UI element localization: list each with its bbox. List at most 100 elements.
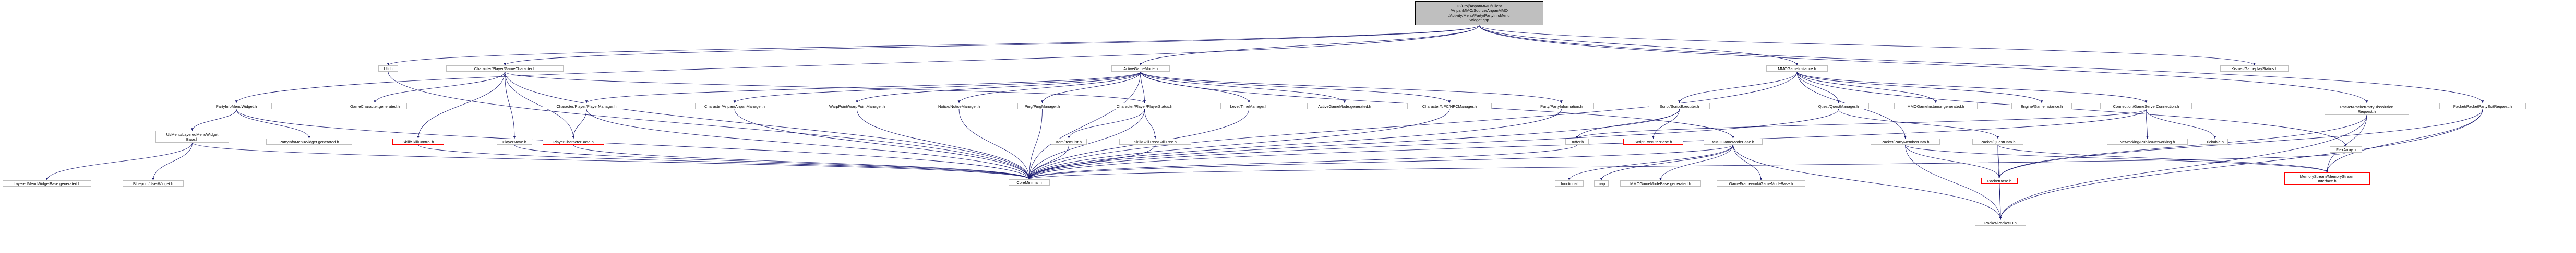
edge-packetexit-to-packetid [1999, 109, 2483, 220]
node-questmanager[interactable]: Quest/QuestManager.h [1808, 103, 1869, 109]
edge-pingmgr-to-coreminimal [1028, 109, 1043, 180]
edge-mmoinst-to-questmgr [1796, 71, 1840, 104]
node-questdata[interactable]: Packet/QuestData.h [1972, 139, 2023, 145]
edge-partymember-to-memstream [1905, 144, 2329, 173]
edge-questmgr-to-questdata [1838, 109, 1999, 139]
node-gamecharacter[interactable]: Character/Player/GameCharacter.h [446, 65, 564, 72]
node-skilltree[interactable]: Skill/SkillTree/SkillTree.h [1119, 139, 1191, 145]
edge-activegm-to-playermgr [585, 71, 1141, 104]
edge-mmoinst-to-coreminimal [1028, 71, 1798, 180]
node-coreminimal[interactable]: CoreMinimal.h [1009, 179, 1050, 186]
edge-activegm-to-noticemgr [957, 71, 1141, 104]
node-packetbase[interactable]: PacketBase.h [1981, 178, 2018, 184]
node-activegamemode-generated[interactable]: ActiveGameMode.generated.h [1307, 103, 1382, 109]
node-flexarray[interactable]: FlexArray.h [2330, 146, 2362, 153]
edge-mmogmbase-to-functional [1568, 144, 1733, 181]
edge-playermove-to-coreminimal [514, 144, 1031, 180]
node-anpanmanager[interactable]: Character/Anpan/AnpanManager.h [695, 103, 774, 109]
edge-mmoinst-to-mmoinstgen [1796, 71, 1937, 104]
node-partyinfomenuwidget-h[interactable]: PartyInfoMenuWidget.h [201, 103, 272, 109]
node-functional[interactable]: functional [1555, 180, 1584, 187]
edge-mmogmbase-to-gfgmbase [1733, 144, 1763, 181]
edge-util-to-coreminimal [388, 71, 1031, 180]
edge-playermgr-to-coreminimal [586, 109, 1031, 180]
edge-partymember-to-packetid [1905, 144, 2002, 220]
node-layeredmenuwidgetbase-generated[interactable]: LayeredMenuWidgetBase.generated.h [3, 180, 91, 187]
edge-packetdissolve-to-packetid [1999, 114, 2367, 220]
node-mmogameinstance[interactable]: MMOGameInstance.h [1766, 65, 1828, 72]
edge-layeredbase-to-coreminimal [192, 142, 1031, 180]
node-packetpartydissolutionrequest[interactable]: Packet/PacketPartyDissolution Request.h [2325, 103, 2409, 115]
edge-gameservconn-to-tickable [2146, 109, 2216, 139]
node-gameserverconnection[interactable]: Connection/GameServerConnection.h [2100, 103, 2192, 109]
node-gamemodebase[interactable]: GameFramework/GameModeBase.h [1717, 180, 1805, 187]
node-tickable[interactable]: Tickable.h [2202, 139, 2228, 145]
edge-partyinfo-to-partyinfogen [236, 109, 310, 139]
edge-mmogmbase-to-coreminimal [1028, 144, 1733, 180]
node-activegamemode[interactable]: ActiveGameMode.h [1111, 65, 1170, 72]
node-partyinfomenuwidget-generated[interactable]: PartyInfoMenuWidget.generated.h [266, 139, 352, 145]
node-partyinformation[interactable]: Party/PartyInformation.h [1529, 103, 1594, 109]
edge-gamechar-to-playercharbase [505, 71, 575, 139]
edge-playermgr-to-playercharbase [572, 109, 587, 139]
edge-itemlist-to-coreminimal [1028, 144, 1069, 180]
node-engine-gameinstance[interactable]: Engine/GameInstance.h [2011, 103, 2072, 109]
node-userwidget[interactable]: Blueprint/UserWidget.h [123, 180, 184, 187]
edge-activegm-to-warpmgr [856, 71, 1141, 104]
node-partymemberdata[interactable]: Packet/PartyMemberData.h [1871, 139, 1940, 145]
node-packetid[interactable]: Packet/PacketID.h [1975, 220, 2026, 226]
edge-buffer-to-coreminimal [1028, 144, 1577, 180]
node-gameplaystatics[interactable]: Kismet/GameplayStatics.h [2220, 65, 2289, 72]
node-mmogamemodebase[interactable]: MMOGameModeBase.h [1704, 139, 1763, 145]
edge-activegm-to-activegmgen [1140, 71, 1346, 104]
node-memorystreaminterface[interactable]: MemoryStream/MemoryStream Interface.h [2284, 172, 2370, 185]
node-itemlist[interactable]: Item/ItemList.h [1051, 139, 1087, 145]
edge-root-to-packetdissolve [1479, 25, 2368, 104]
edge-mmoinst-to-gameservconn [1796, 71, 2148, 104]
node-buffer[interactable]: Buffer.h [1565, 139, 1589, 145]
node-npcmanager[interactable]: Character/NPC/NPCManager.h [1407, 103, 1492, 109]
node-playermanager[interactable]: Character/Player/PlayerManager.h [543, 103, 630, 109]
edge-partyinfo-to-layeredbase [191, 109, 237, 131]
node-playermove[interactable]: PlayerMove.h [497, 139, 532, 145]
node-skillcontrol[interactable]: Skill/SkillControl.h [392, 139, 444, 145]
node-mmogamemodebase-generated[interactable]: MMOGameModeBase.generated.h [1620, 180, 1701, 187]
edge-playercharbase-to-coreminimal [573, 144, 1031, 180]
node-gamecharacter-generated[interactable]: GameCharacter.generated.h [343, 103, 407, 109]
node-mmogameinstance-generated[interactable]: MMOGameInstance.generated.h [1894, 103, 1978, 109]
node-networking[interactable]: Networking/Public/Networking.h [2107, 139, 2188, 145]
node-playerstatus[interactable]: Character/Player/PlayerStatus.h [1104, 103, 1185, 109]
edge-activegm-to-coreminimal [1028, 71, 1141, 180]
edge-packetbase-to-packetid [1999, 183, 2002, 220]
edge-activegm-to-pingmgr [1041, 71, 1141, 104]
node-map[interactable]: map [1594, 180, 1609, 187]
root-node-partyinfomenuwidget-cpp: D:/Proj/AnpanMMO/Client /AnpanMMO/Source… [1415, 1, 1543, 25]
node-scriptexecuterbase[interactable]: ScriptExecuterBase.h [1623, 139, 1683, 145]
node-pingmanager[interactable]: Ping/PingManager.h [1017, 103, 1067, 109]
edge-noticemgr-to-coreminimal [958, 109, 1031, 180]
edge-root-to-gamechar [504, 25, 1480, 66]
node-playercharacterbase[interactable]: PlayerCharacterBase.h [543, 139, 604, 145]
edge-mmogmbase-to-packetid [1733, 144, 2002, 220]
edge-partymember-to-packetbase [1905, 144, 2001, 178]
node-timemanager[interactable]: Level/TimeManager.h [1220, 103, 1277, 109]
edge-packetdissolve-to-memstream [2326, 114, 2367, 173]
edge-activegm-to-anpanmgr [733, 71, 1141, 104]
edge-root-to-partyinfo [235, 25, 1480, 104]
edge-packetexit-to-packetbase [1998, 109, 2483, 178]
node-layeredmenuwidgetbase[interactable]: UI/Menu/LayeredMenuWidget Base.h [155, 131, 229, 143]
edge-gamechar-to-playermove [505, 71, 516, 139]
node-scriptexecuter[interactable]: Script/ScriptExecuter.h [1649, 103, 1710, 109]
node-packetpartyexitrequest[interactable]: Packet/PacketPartyExitRequest.h [2439, 103, 2526, 109]
edge-skilltree-to-coreminimal [1028, 144, 1156, 180]
edge-playerstatus-to-itemlist [1068, 109, 1145, 139]
edge-layeredbase-to-layeredgen [45, 142, 193, 181]
node-noticemanager[interactable]: Notice/NoticeManager.h [928, 103, 990, 109]
edge-mmoinst-to-scriptexec [1678, 71, 1798, 104]
node-util[interactable]: Util.h [378, 65, 398, 72]
node-warppointmanager[interactable]: WarpPoint/WarpPointManager.h [816, 103, 898, 109]
edge-mmoinst-to-enginegi [1796, 71, 2043, 104]
edge-root-to-packetexit [1479, 25, 2484, 104]
edge-root-to-kismet [1479, 25, 2256, 66]
